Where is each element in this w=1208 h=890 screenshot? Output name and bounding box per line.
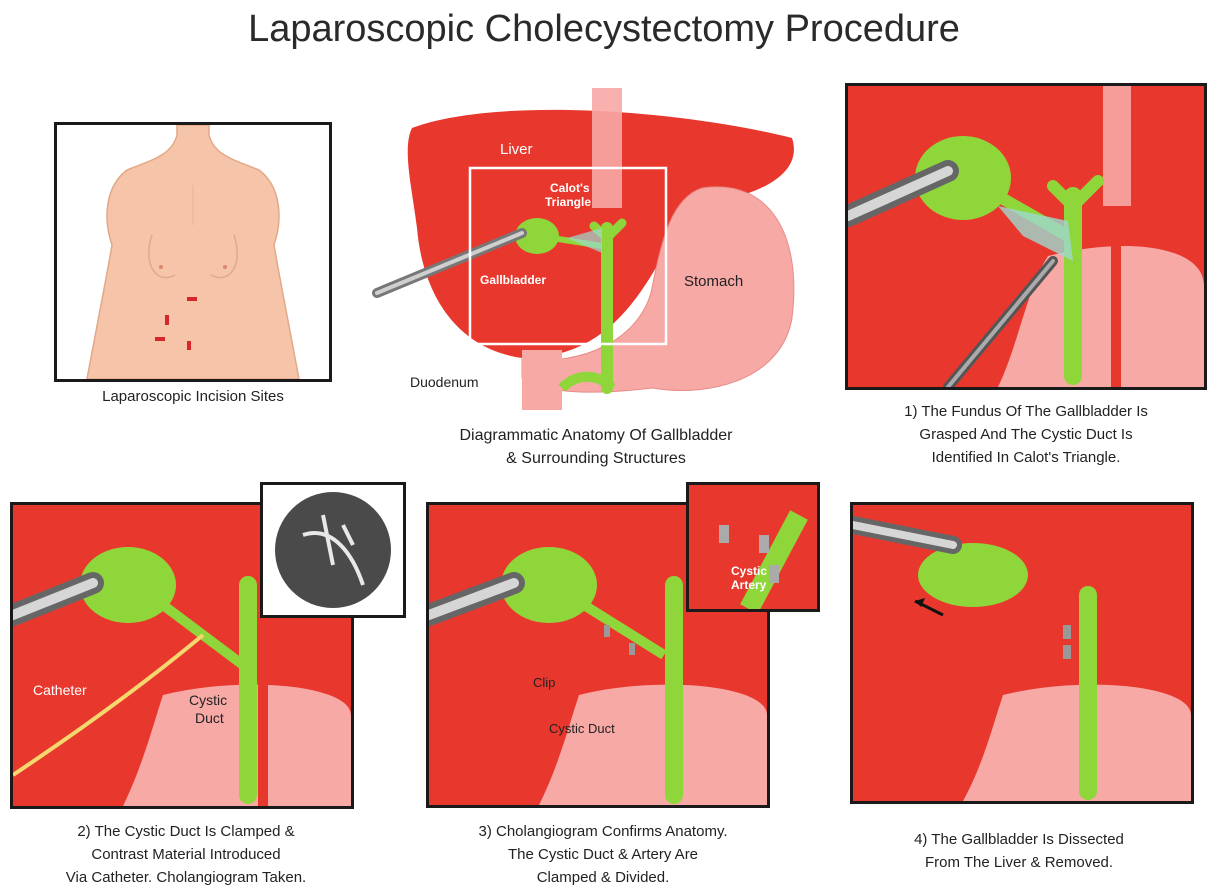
anatomy-caption: Diagrammatic Anatomy Of Gallbladder & Su… [410,424,782,470]
incision-mark [187,297,197,301]
gallbladder-label: Gallbladder [480,273,546,287]
incision-sites-panel [54,122,332,382]
incision-mark [165,315,169,325]
step1-panel [845,83,1207,390]
step4-illustration [853,505,1191,801]
clip-label: Clip [533,675,555,690]
step1-illustration [848,86,1204,387]
catheter-label: Catheter [33,682,87,698]
cholangiogram-inset [260,482,406,618]
incision-caption: Laparoscopic Incision Sites [54,386,332,408]
page-title: Laparoscopic Cholecystectomy Procedure [0,8,1208,51]
step3-cystic-duct-label: Cystic Duct [549,721,615,736]
incision-mark [187,341,191,350]
incision-mark [155,337,165,341]
stomach-label: Stomach [684,273,743,290]
duodenum-label: Duodenum [410,374,479,390]
liver-label: Liver [500,141,533,158]
torso-illustration [57,125,329,379]
step4-caption: 4) The Gallbladder Is Dissected From The… [860,828,1178,874]
step3-caption: 3) Cholangiogram Confirms Anatomy. The C… [430,820,776,889]
step4-panel [850,502,1194,804]
step2-caption: 2) The Cystic Duct Is Clamped & Contrast… [18,820,354,889]
xray-image [263,485,403,615]
step1-caption: 1) The Fundus Of The Gallbladder Is Gras… [845,400,1207,469]
